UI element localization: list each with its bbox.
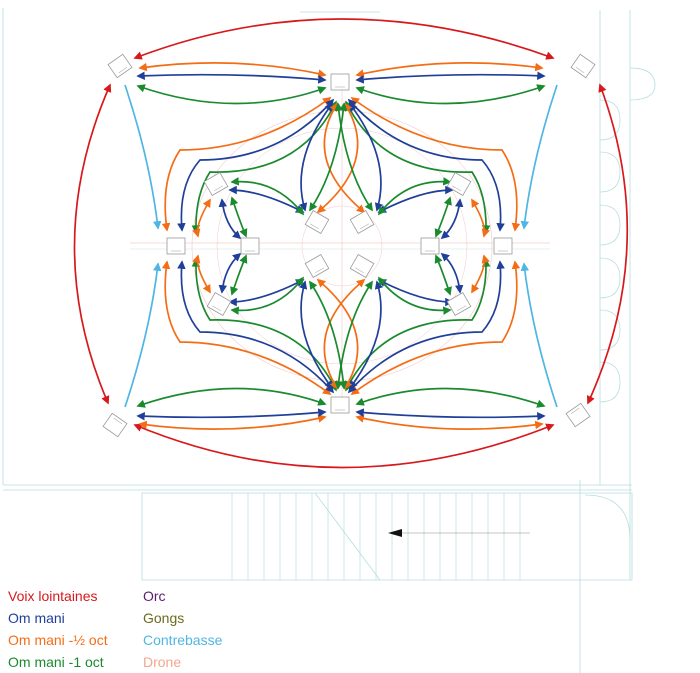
wall-niche [599,257,621,299]
route-oct-center-core-bl [334,280,373,390]
route-oct-top-left [136,84,327,105]
wall-niche [599,361,621,403]
route-half-ring-mid-br [471,254,490,294]
route-half-bottom-left [138,414,327,430]
legend-item-om-mani-1-oct: Om mani -1 oct [8,654,104,670]
floor-plan [2,8,656,673]
route-om-center-core-tl [298,102,334,212]
route-contrebasse-tl [124,84,162,230]
stair-diagonal [314,492,381,581]
speaker-ring-upper-right [446,172,472,196]
route-om-ring-inner-tr [440,198,464,240]
route-oct-bottom-left [136,387,327,408]
route-om-center-core-br [348,280,384,390]
route-half-center-mid-br [350,260,521,396]
speaker-core-upper-right [349,210,375,234]
route-half-center-mid-tr [350,96,521,232]
speaker-top-center [330,73,350,91]
route-half-center-mid-tl [161,96,332,232]
route-om-ring-inner-br [440,252,464,294]
route-contrebasse-tr [520,84,558,230]
route-voix-left [73,83,112,405]
speaker-top-right [570,53,596,79]
route-half-ring-mid-tr [471,198,490,238]
route-half-top-right [355,62,544,78]
route-half-center-core-br [323,278,366,390]
route-oct-ring-inner-bl [230,254,248,296]
route-oct-center-mid-br [345,258,491,392]
route-oct-ring-core-bl [230,276,305,315]
legend-item-contrebasse: Contrebasse [143,632,223,648]
route-contrebasse-br [520,262,558,408]
speaker-ring-lower-right [446,292,472,316]
route-oct-ring-core-tl [230,177,305,216]
legend-item-om-mani: Om mani [8,610,65,626]
route-half-ring-mid-bl [192,254,211,294]
legend-item-voix-lointaines: Voix lointaines [8,588,98,604]
route-half-center-core-tr [323,102,366,214]
legend-left: Voix lointaines Om mani Om mani -½ oct O… [8,585,108,673]
route-om-center-core-bl [298,280,334,390]
route-oct-ring-inner-tr [434,196,452,238]
wall-niche [599,151,621,193]
route-om-bottom-left [136,408,327,421]
legend-item-gongs: Gongs [143,610,185,626]
route-om-center-core-tr [348,102,384,212]
wall-niche [599,99,621,141]
signal-routes [73,18,629,469]
route-om-bottom-right [355,408,546,421]
route-om-top-right [355,71,546,84]
speaker-mid-right [493,237,513,255]
speaker-bottom-right [565,402,591,428]
pillar [629,67,656,101]
speaker-ring-upper-left [203,172,229,196]
route-oct-ring-inner-tl [230,196,248,238]
route-oct-center-core-tl [334,102,373,212]
wall-niche [599,204,621,246]
wall-niche [599,309,621,351]
route-half-ring-mid-tl [192,198,211,238]
speaker-bottom-left [102,412,128,438]
route-om-top-left [136,71,327,84]
legend-item-om-mani-half-oct: Om mani -½ oct [8,632,108,648]
legend-item-drone: Drone [143,654,182,670]
door-arc [584,494,631,541]
route-oct-ring-core-br [377,276,452,315]
speaker-inner-right [420,237,440,255]
route-voix-bottom [133,423,555,469]
route-half-center-core-bl [316,278,359,390]
route-half-bottom-right [355,414,544,430]
route-voix-right [586,83,629,405]
route-voix-top [133,18,555,60]
route-oct-ring-core-tr [377,177,452,216]
route-half-top-left [138,62,327,78]
legend-item-orc: Orc [143,588,166,604]
speaker-mid-left [166,237,186,255]
legend-right: Orc Gongs Contrebasse Drone [143,585,222,673]
route-oct-center-core-tr [309,102,348,212]
speaker-ring-lower-left [206,292,232,316]
route-oct-top-right [355,84,546,105]
route-oct-center-mid-bl [191,258,337,392]
speaker-bottom-center [330,396,350,414]
route-oct-bottom-right [355,387,546,408]
speaker-core-lower-right [349,254,375,278]
stair-direction-arrow [388,529,402,537]
speaker-core-lower-left [304,254,330,278]
speaker-core-upper-left [304,210,330,234]
speaker-top-left [107,53,133,79]
stair-block [141,492,633,581]
route-oct-center-core-br [309,280,348,390]
route-half-center-mid-bl [161,260,332,396]
route-oct-ring-inner-br [434,254,452,296]
speaker-inner-left [240,237,260,255]
route-contrebasse-bl [124,262,162,408]
route-half-center-core-tl [316,102,359,214]
speakers [102,53,596,438]
